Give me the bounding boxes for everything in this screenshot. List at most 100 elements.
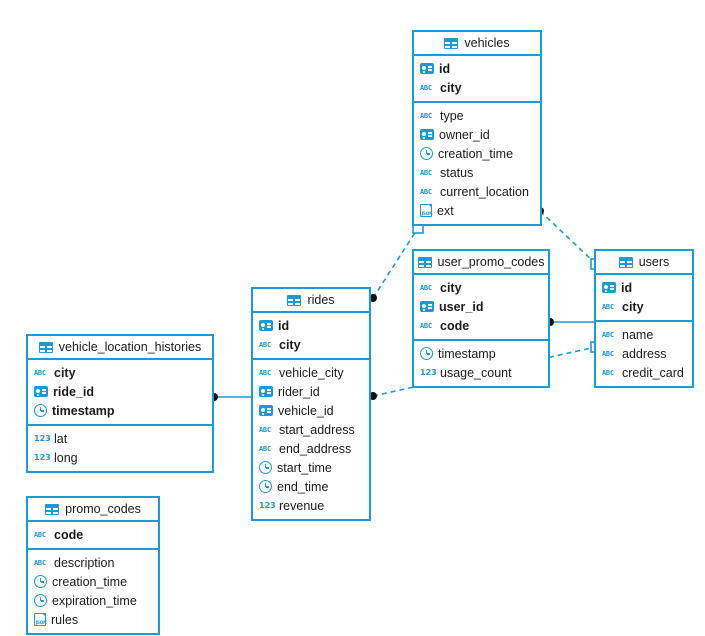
field-label: vehicle_city: [279, 365, 344, 380]
numeric-123-icon: 123: [259, 500, 276, 510]
json-doc-icon: [34, 613, 47, 626]
field-label: long: [54, 450, 78, 465]
numeric-123-icon: 123: [34, 452, 51, 462]
field-label: user_id: [439, 299, 484, 314]
clock-icon: [259, 480, 272, 493]
table-key-row[interactable]: ABC code: [414, 316, 548, 335]
table-grid-icon: [417, 256, 432, 268]
table-key-row[interactable]: id: [596, 278, 692, 297]
table-field-row[interactable]: ABC start_address: [253, 420, 369, 439]
table-field-row[interactable]: owner_id: [414, 125, 540, 144]
field-label: city: [54, 365, 76, 380]
abc-text-icon: ABC: [602, 330, 614, 339]
table-key-row[interactable]: user_id: [414, 297, 548, 316]
field-label: city: [622, 299, 644, 314]
numeric-123-icon: 123: [34, 433, 51, 443]
field-label: start_address: [279, 422, 355, 437]
table-field-row[interactable]: vehicle_id: [253, 401, 369, 420]
table-field-row[interactable]: end_time: [253, 477, 369, 496]
table-field-row[interactable]: ext: [414, 201, 540, 220]
abc-text-icon: ABC: [259, 425, 271, 434]
field-label: address: [622, 346, 667, 361]
table-field-row[interactable]: ABC address: [596, 344, 692, 363]
table-grid-icon: [618, 256, 633, 268]
field-label: timestamp: [52, 403, 115, 418]
abc-text-icon: ABC: [420, 321, 432, 330]
table-header[interactable]: promo_codes: [28, 498, 158, 522]
table-header[interactable]: rides: [253, 289, 369, 313]
key-icon: [602, 282, 616, 293]
table-field-row[interactable]: timestamp: [414, 344, 548, 363]
table-header[interactable]: users: [596, 251, 692, 275]
key-icon: [420, 301, 434, 312]
table-header[interactable]: vehicles: [414, 32, 540, 56]
clock-icon: [420, 147, 433, 160]
table-field-row[interactable]: rules: [28, 610, 158, 629]
table-field-row[interactable]: creation_time: [28, 572, 158, 591]
field-label: current_location: [440, 184, 529, 199]
field-label: owner_id: [439, 127, 490, 142]
field-label: lat: [54, 431, 68, 446]
table-key-row[interactable]: id: [414, 59, 540, 78]
field-label: ride_id: [53, 384, 94, 399]
abc-text-icon: ABC: [259, 444, 271, 453]
clock-icon: [259, 461, 272, 474]
table-name: vehicle_location_histories: [58, 340, 202, 354]
table-header[interactable]: vehicle_location_histories: [28, 336, 212, 360]
table-key-row[interactable]: timestamp: [28, 401, 212, 420]
abc-text-icon: ABC: [259, 340, 271, 349]
table-field-row[interactable]: creation_time: [414, 144, 540, 163]
table-field-row[interactable]: start_time: [253, 458, 369, 477]
field-label: vehicle_id: [278, 403, 334, 418]
clock-icon: [34, 575, 47, 588]
field-label: creation_time: [52, 574, 128, 589]
table-field-row[interactable]: expiration_time: [28, 591, 158, 610]
abc-text-icon: ABC: [420, 83, 432, 92]
field-label: end_address: [279, 441, 352, 456]
field-label: id: [621, 280, 633, 295]
field-label: creation_time: [438, 146, 514, 161]
field-label: code: [440, 318, 470, 333]
table-field-row[interactable]: rider_id: [253, 382, 369, 401]
clock-icon: [34, 594, 47, 607]
field-label: start_time: [277, 460, 332, 475]
table-field-row[interactable]: ABC end_address: [253, 439, 369, 458]
table-header[interactable]: user_promo_codes: [414, 251, 548, 275]
field-label: expiration_time: [52, 593, 137, 608]
abc-text-icon: ABC: [420, 283, 432, 292]
abc-text-icon: ABC: [602, 349, 614, 358]
table-key-row[interactable]: ride_id: [28, 382, 212, 401]
clock-icon: [420, 347, 433, 360]
table-grid-icon: [38, 341, 53, 353]
table-key-row[interactable]: id: [253, 316, 369, 335]
